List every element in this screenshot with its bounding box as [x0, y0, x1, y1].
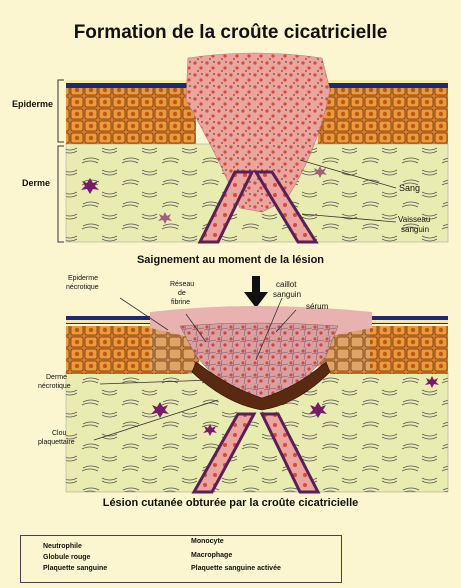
label-epiderme: Epiderme	[12, 99, 53, 109]
label-caillot-2: sanguin	[273, 290, 301, 299]
top-stratum-left	[66, 80, 196, 88]
label-clou-2: plaquettaire	[38, 439, 75, 446]
label-serum: sérum	[306, 302, 328, 311]
label-clou-1: Clou	[52, 430, 66, 437]
bottom-panel	[66, 298, 448, 492]
label-epiderme-necrotique-1: Epiderme	[68, 275, 98, 282]
label-derme: Derme	[22, 178, 50, 188]
legend-item-macrophage: Macrophage	[191, 552, 232, 559]
label-vaisseau-1: Vaisseau	[398, 215, 430, 224]
top-caption: Saignement au moment de la lésion	[0, 254, 461, 266]
label-derme-necrotique-2: nécrotique	[38, 383, 71, 390]
label-epiderme-necrotique-2: nécrotique	[66, 284, 99, 291]
label-derme-necrotique-1: Derme	[46, 374, 67, 381]
label-sang: Sang	[399, 183, 420, 193]
legend-item-globule-rouge: Globule rouge	[43, 554, 90, 561]
legend: Neutrophile Globule rouge Plaquette sang…	[20, 535, 342, 583]
bottom-caption: Lésion cutanée obturée par la croûte cic…	[0, 497, 461, 509]
legend-item-plaquette-activee: Plaquette sanguine activée	[191, 565, 281, 572]
down-arrow	[244, 276, 268, 308]
label-reseau-1: Réseau	[170, 281, 194, 288]
top-panel	[58, 53, 448, 242]
label-caillot-1: caillot	[276, 280, 296, 289]
label-reseau-2: de	[178, 290, 186, 297]
epiderme-bracket	[58, 80, 64, 142]
label-reseau-3: fibrine	[171, 299, 190, 306]
top-stratum-right	[318, 80, 448, 88]
label-vaisseau-2: sanguin	[401, 225, 429, 234]
legend-item-monocyte: Monocyte	[191, 538, 224, 545]
top-epidermis-right	[318, 86, 448, 144]
bottom-stratum-right	[368, 316, 448, 324]
legend-item-neutrophile: Neutrophile	[43, 543, 82, 550]
legend-item-plaquette: Plaquette sanguine	[43, 565, 107, 572]
derme-bracket	[58, 146, 64, 242]
top-epidermis-left	[66, 86, 196, 144]
bottom-stratum-left	[66, 316, 156, 324]
